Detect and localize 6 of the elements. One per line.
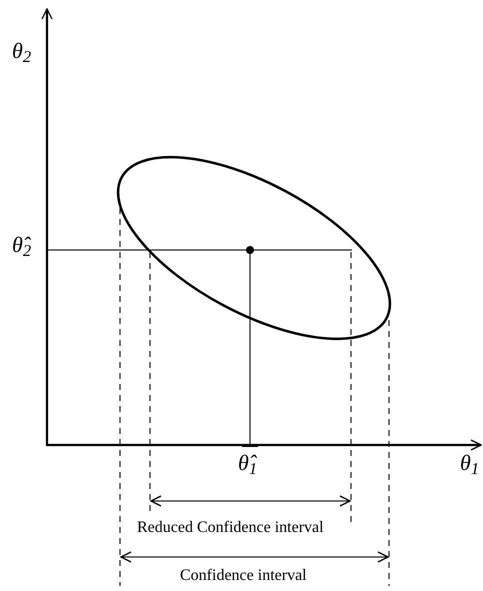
axis-label: θ̂$_{1}$ [238,452,258,474]
axis-label: θ̂$_{2}$ [12,234,32,256]
interval-label: Confidence interval [180,568,307,584]
axis-label: θ$_{1}$ [460,452,480,474]
axis-label: θ$_{2}$ [12,40,32,62]
interval-label: Reduced Confidence interval [137,520,324,536]
